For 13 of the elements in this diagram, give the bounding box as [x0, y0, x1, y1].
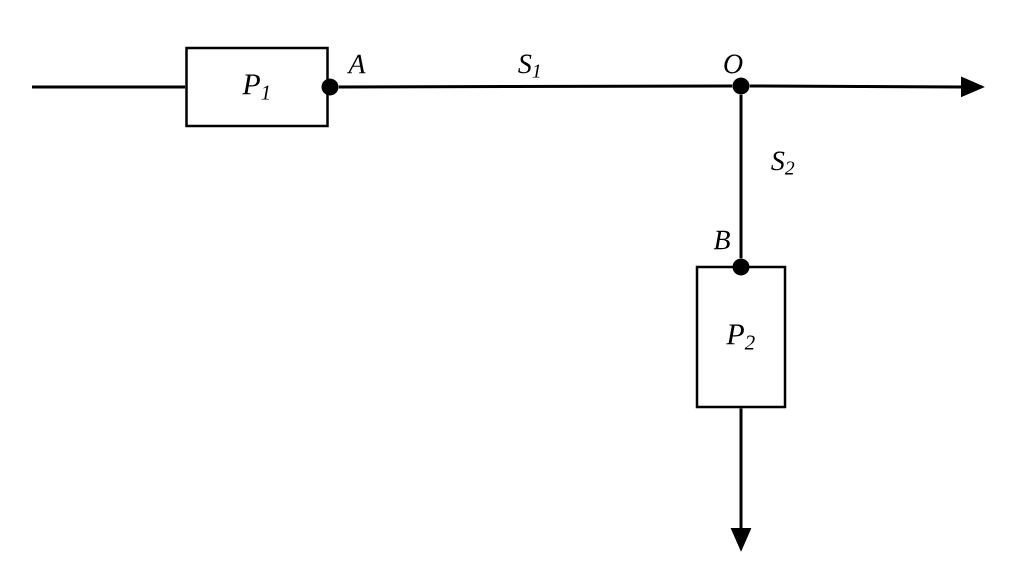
point-label: B	[713, 230, 730, 250]
point-dot	[732, 77, 750, 95]
connector-line	[32, 85, 186, 89]
point-dot	[732, 258, 750, 276]
process-box: P$_{2}$	[695, 265, 787, 409]
point-label: A	[346, 54, 366, 74]
edge-label: S$_{1}$	[516, 53, 544, 79]
connector-line	[739, 94, 743, 259]
point-dot	[321, 78, 339, 96]
process-box: P$_{1}$	[185, 46, 329, 128]
point-label: O	[724, 54, 743, 74]
connector-line	[338, 84, 733, 89]
edge-label: S$_{2}$	[769, 150, 797, 176]
